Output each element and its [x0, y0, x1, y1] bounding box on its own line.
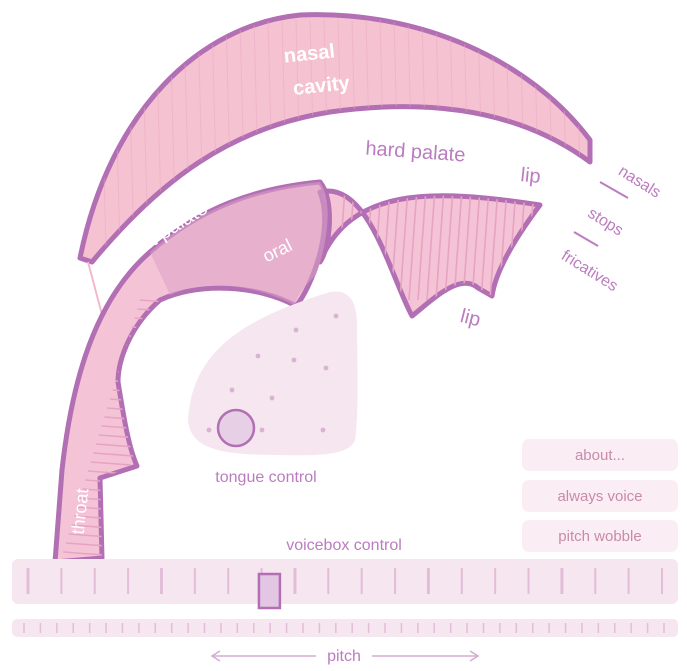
tract-stripe — [126, 344, 167, 349]
lip-upper-label: lip — [520, 164, 542, 188]
tract-stripe — [435, 187, 445, 301]
stops-label: stops — [585, 205, 626, 240]
tract-stripe — [453, 187, 463, 301]
pitch-wobble-button[interactable]: pitch wobble — [522, 520, 678, 552]
tract-stripe — [480, 187, 490, 301]
throat-label: throat — [68, 487, 93, 535]
tract-stripe — [128, 335, 170, 340]
tongue-control-label: tongue control — [215, 469, 316, 486]
tract-stripe — [399, 187, 409, 301]
tract-stripe — [93, 452, 134, 457]
voicebox-slider-track[interactable] — [12, 559, 678, 604]
pitch-label: pitch — [327, 648, 361, 665]
tract-stripe — [489, 187, 499, 301]
nasal-cavity-label: nasal — [283, 40, 336, 67]
lip-lower-label: lip — [458, 305, 483, 331]
fricatives-label: fricatives — [558, 247, 621, 295]
tract-stripe — [63, 551, 104, 556]
tract-stripe — [115, 380, 156, 385]
pitch-arrow — [210, 650, 480, 662]
tongue-grid-dots — [206, 313, 339, 433]
nasal-cavity — [77, 12, 593, 265]
hard-palate-label: hard palate — [365, 138, 466, 167]
stops-divider — [573, 231, 599, 247]
always-voice-button[interactable]: always voice — [522, 480, 678, 512]
voicebox-control-label: voicebox control — [286, 537, 402, 554]
tract-stripe — [408, 187, 418, 301]
voicebox-handle[interactable] — [257, 572, 282, 610]
tract-stripe — [444, 187, 454, 301]
tract-stripe — [363, 187, 373, 301]
pitch-strip[interactable] — [12, 619, 678, 637]
tract-stripe — [96, 443, 137, 448]
tongue-control-area[interactable] — [188, 291, 358, 456]
nasals-divider — [599, 181, 629, 199]
tongue-handle[interactable] — [216, 408, 256, 448]
tract-stripe — [417, 187, 427, 301]
oral-cavity-highlight — [150, 182, 328, 306]
tract-stripe — [471, 187, 481, 301]
pitch-ticks — [23, 623, 665, 633]
tract-stripe — [90, 461, 131, 466]
tract-stripe — [462, 187, 472, 301]
about-button[interactable]: about... — [522, 439, 678, 471]
tract-stripe — [123, 353, 164, 358]
tract-stripe — [120, 362, 161, 367]
tract-stripe — [118, 371, 159, 376]
tract-stripe — [65, 542, 107, 547]
tract-stripe — [426, 187, 436, 301]
